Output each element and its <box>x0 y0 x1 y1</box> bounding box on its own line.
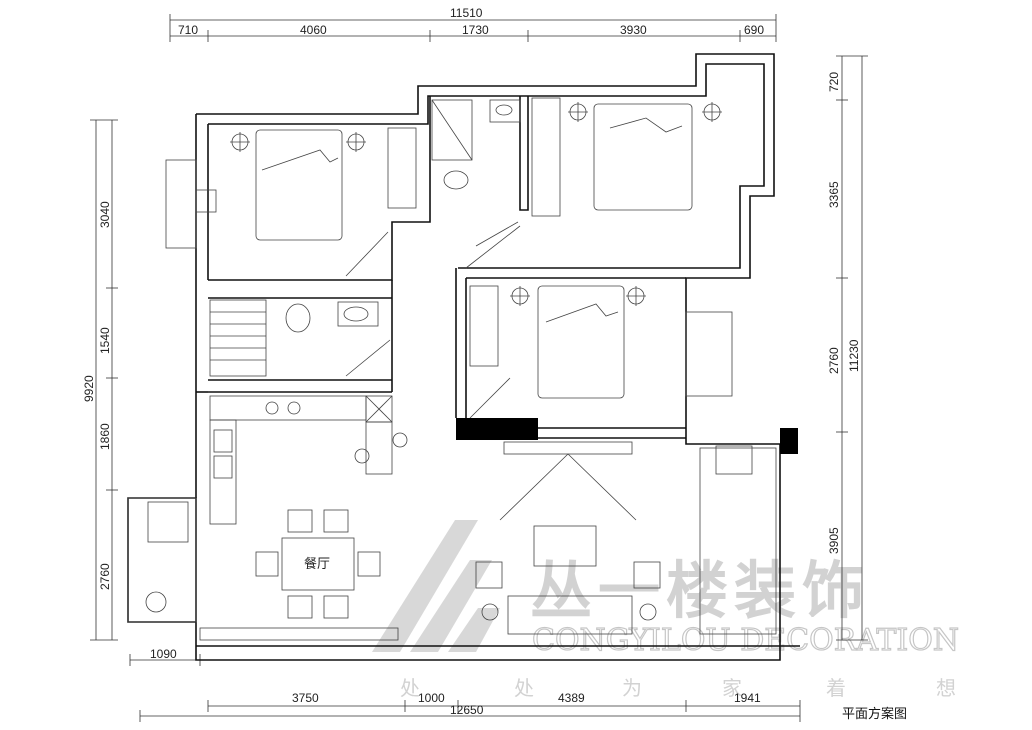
watermark-logo-mark <box>372 520 500 652</box>
dim-right-seg: 3905 <box>827 527 841 554</box>
slogan-char: 为 <box>622 676 642 700</box>
dim-bottom-total: 12650 <box>450 703 484 717</box>
dim-right-seg: 3365 <box>827 181 841 208</box>
dim-right-total: 11230 <box>847 339 861 372</box>
slogan-char: 着 <box>826 676 846 700</box>
dim-left-seg: 1540 <box>98 327 112 354</box>
interior-walls <box>196 96 798 454</box>
dim-top-seg: 1730 <box>462 23 489 37</box>
dim-right-seg: 720 <box>827 72 841 92</box>
dim-top-total: 11510 <box>450 6 483 20</box>
right-dimension-lines <box>836 55 868 641</box>
top-dimension-lines <box>169 14 777 42</box>
dim-bottom-seg: 3750 <box>292 691 319 705</box>
bedroom-3 <box>469 285 733 419</box>
dim-left-seg: 2760 <box>98 563 112 590</box>
living-room <box>475 441 777 635</box>
watermark-name-en: CONGYILOU DECORATION <box>532 623 959 658</box>
dim-top-seg: 4060 <box>300 23 327 37</box>
dim-left-seg: 3040 <box>98 201 112 228</box>
dining-area <box>145 501 381 619</box>
kitchen <box>209 395 408 525</box>
bottom-dimension-lines <box>129 654 801 722</box>
slogan-char: 处 <box>400 676 420 700</box>
dim-right-seg: 2760 <box>827 347 841 374</box>
slogan-char: 处 <box>514 676 534 700</box>
dim-top-seg: 710 <box>178 23 198 37</box>
dim-left-seg: 1860 <box>98 423 112 450</box>
slogan-char: 家 <box>722 676 742 700</box>
bathroom-1 <box>431 99 521 247</box>
dim-bottom-seg: 1000 <box>418 691 445 705</box>
bedroom-1 <box>195 127 417 277</box>
bedroom-2 <box>465 97 722 269</box>
exterior-walls <box>127 53 800 661</box>
dim-bottom-seg: 4389 <box>558 691 585 705</box>
left-dimension-lines <box>90 119 118 641</box>
dim-left-total: 9920 <box>82 375 96 402</box>
dim-bottom-left: 1090 <box>150 647 177 661</box>
dim-bottom-seg: 1941 <box>734 691 761 705</box>
dim-top-seg: 690 <box>744 23 764 37</box>
bathroom-2 <box>209 299 391 377</box>
slogan-char: 想 <box>936 676 956 700</box>
watermark-slogan: 处 处 为 家 着 想 <box>400 676 956 700</box>
dining-room-label: 餐厅 <box>304 556 330 572</box>
plan-caption: 平面方案图 <box>842 706 907 722</box>
dim-top-seg: 3930 <box>620 23 647 37</box>
